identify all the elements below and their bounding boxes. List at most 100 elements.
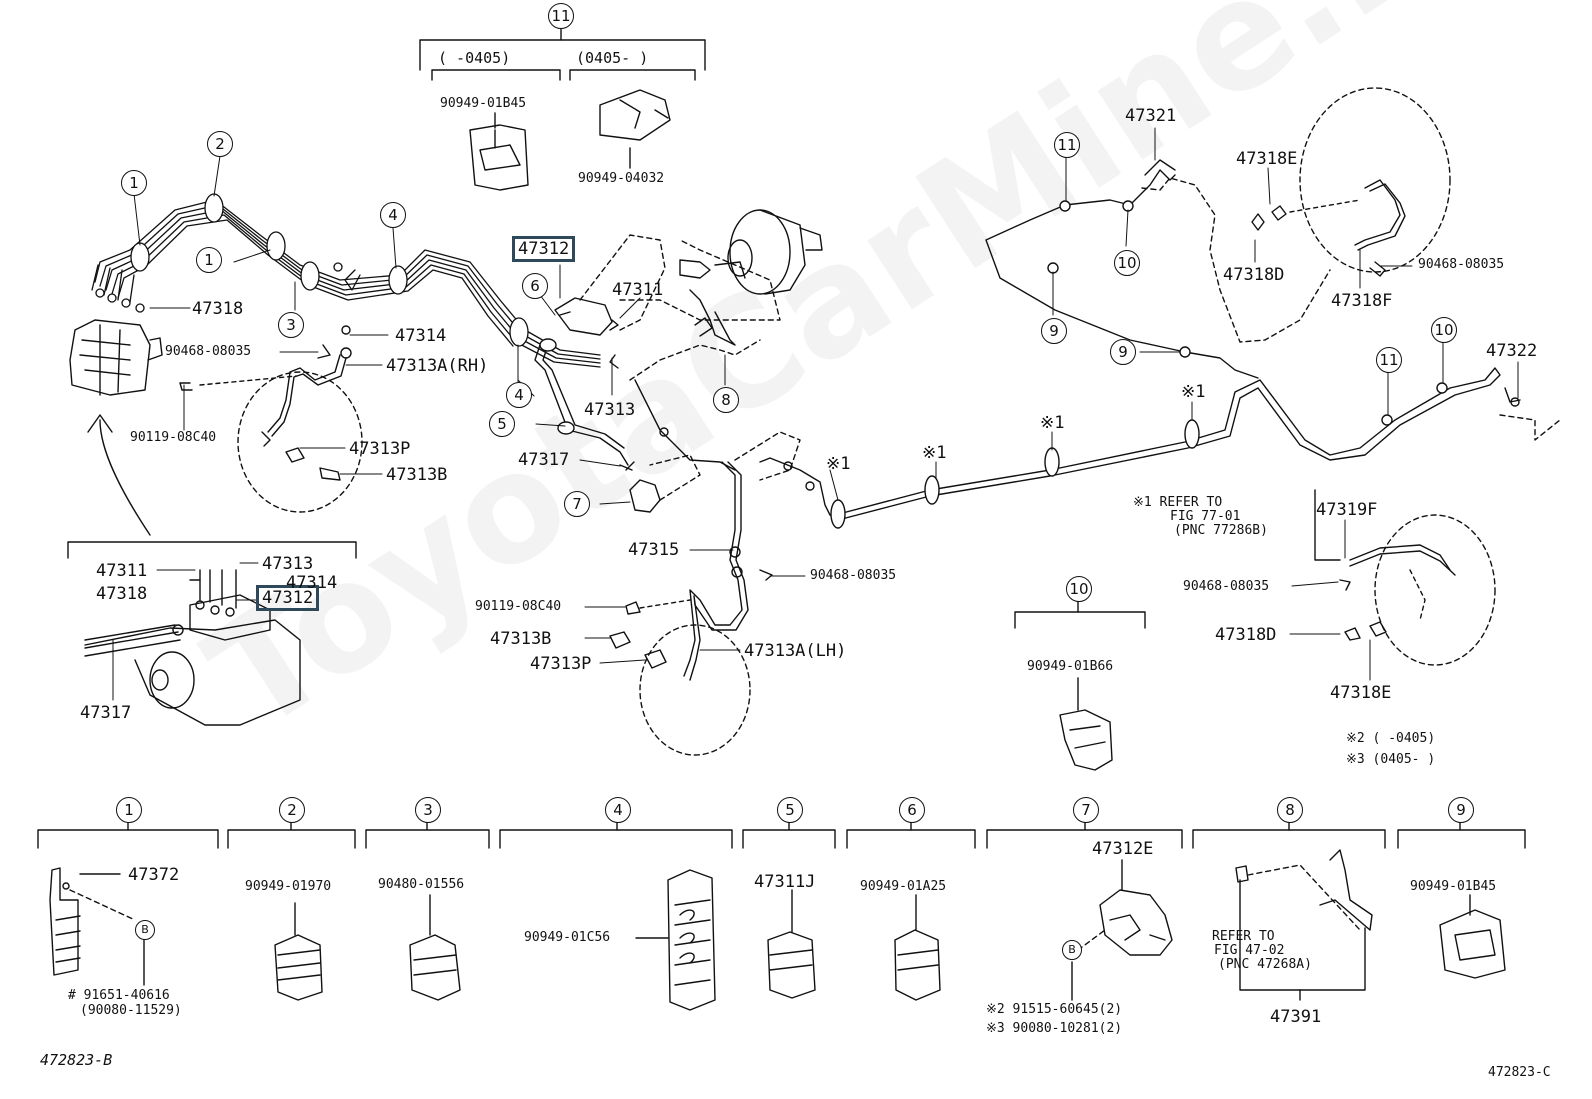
callout-4a: 4 [380,202,406,228]
part-47313a-lh: 47313A(LH) [744,641,847,661]
highlight-47312-inset: 47312 [256,585,320,611]
arrow-to-actuator [87,414,151,536]
callout-1a: 1 [121,170,147,196]
tube-bundle [91,193,601,368]
part-90949-01b66: 90949-01B66 [1027,659,1114,674]
inset-part-47313: 47313 [262,554,314,574]
part-90468-08035-b: 90468-08035 [810,568,897,583]
part-91651-40616: # 91651-40616 [68,988,170,1003]
note-mark-1c: ※1 [1040,413,1065,433]
part-90949-01a25: 90949-01A25 [860,879,947,894]
part-47315: 47315 [628,540,680,560]
part-47313b-lh: 47313B [490,629,552,649]
refer-fig-47-line2: FIG 47-02 [1214,943,1285,958]
part-47313b: 47313B [386,465,448,485]
part-47391: 47391 [1270,1007,1322,1027]
note-refer-line3: (PNC 77286B) [1174,523,1268,538]
bottom-callout-4: 4 [605,797,631,823]
part-47319f: 47319F [1316,500,1378,520]
part-47314: 47314 [395,326,447,346]
figure-code-left: 472823-B [40,1051,113,1069]
callout-3: 3 [278,312,304,338]
callout-9a: 9 [1041,318,1067,344]
inset-part-47311: 47311 [96,561,148,581]
part-47312-label: 47312 [518,239,570,259]
note-mark-1d: ※1 [1181,382,1206,402]
part-90080-10281: ※3 90080-10281(2) [986,1021,1123,1036]
highlight-47312-top: 47312 [512,236,576,262]
inset-part-47318: 47318 [96,584,148,604]
part-90468-08035-c: 90468-08035 [1418,257,1505,272]
callout-5: 5 [489,411,515,437]
part-90119-08c40-b: 90119-08C40 [475,599,562,614]
bottom-callout-5: 5 [777,797,803,823]
group11-range-left: ( -0405) [438,49,511,67]
legend-line-2: ※2 ( -0405) [1346,731,1436,746]
callout-11b: 11 [1054,132,1080,158]
inset-part-47317: 47317 [80,703,132,723]
group11-range-right: (0405- ) [576,49,649,67]
bottom-callout-6: 6 [899,797,925,823]
part-47313a-rh: 47313A(RH) [386,356,489,376]
part-47313: 47313 [584,400,636,420]
refer-fig-47-line1: REFER TO [1212,929,1275,944]
bottom-callout-7: 7 [1073,797,1099,823]
part-90949-01b45-bottom: 90949-01B45 [1410,879,1497,894]
note-refer-line2: FIG 77-01 [1170,509,1241,524]
part-47318e-top: 47318E [1236,149,1298,169]
part-47312-inset-label: 47312 [262,588,314,608]
inset-part-47314: 47314 [286,573,338,593]
part-47313p: 47313P [349,439,411,459]
refer-fig-47-line3: (PNC 47268A) [1218,957,1312,972]
callout-10b: 10 [1431,317,1457,343]
callout-11-top: 11 [548,3,574,29]
note-mark-1a: ※1 [826,454,851,474]
callout-2: 2 [207,131,233,157]
callout-1b: 1 [196,247,222,273]
callout-7: 7 [564,491,590,517]
part-90949-04032: 90949-04032 [578,171,665,186]
bottom-callout-3: 3 [415,797,441,823]
rear-brake-tube [830,87,1561,666]
group-10-bracket [1014,599,1146,771]
callout-9b: 9 [1110,339,1136,365]
part-90080-11529: (90080-11529) [80,1003,182,1018]
bottom-callout-8: 8 [1277,797,1303,823]
part-47318f: 47318F [1331,291,1393,311]
part-90949-01970: 90949-01970 [245,879,332,894]
part-90468-08035-d: 90468-08035 [1183,579,1270,594]
rh-hose-assembly [179,325,363,513]
note-mark-1b: ※1 [922,443,947,463]
leader-lines [112,127,1519,701]
part-47318d-top: 47318D [1223,265,1285,285]
part-47317: 47317 [518,450,570,470]
part-47321: 47321 [1125,106,1177,126]
callout-10a: 10 [1114,250,1140,276]
note-refer-line1: ※1 REFER TO [1133,495,1223,510]
abs-actuator-icon [69,319,163,396]
part-47322: 47322 [1486,341,1538,361]
master-cylinder-area [534,209,823,513]
callout-4b: 4 [506,382,532,408]
inset-bracket [67,541,357,726]
part-91515-60645: ※2 91515-60645(2) [986,1002,1123,1017]
part-47318d-bottom: 47318D [1215,625,1277,645]
part-47311: 47311 [612,280,664,300]
bottom-sub-b-1: B [135,920,155,940]
legend-line-3: ※3 (0405- ) [1346,752,1436,767]
part-90119-08c40-a: 90119-08C40 [130,430,217,445]
part-90949-01b45-top: 90949-01B45 [440,96,527,111]
group-11-bracket [419,26,706,191]
part-47311j: 47311J [754,872,816,892]
callout-11c: 11 [1376,347,1402,373]
part-47312e: 47312E [1092,839,1154,859]
part-47318: 47318 [192,299,244,319]
part-90468-08035-a: 90468-08035 [165,344,252,359]
callout-10-group: 10 [1066,576,1092,602]
bottom-callout-1: 1 [116,797,142,823]
callout-8: 8 [713,387,739,413]
part-90480-01556: 90480-01556 [378,877,465,892]
lh-hose-assembly [609,431,839,756]
part-47313p-lh: 47313P [530,654,592,674]
bottom-parts-row [37,817,1526,1011]
